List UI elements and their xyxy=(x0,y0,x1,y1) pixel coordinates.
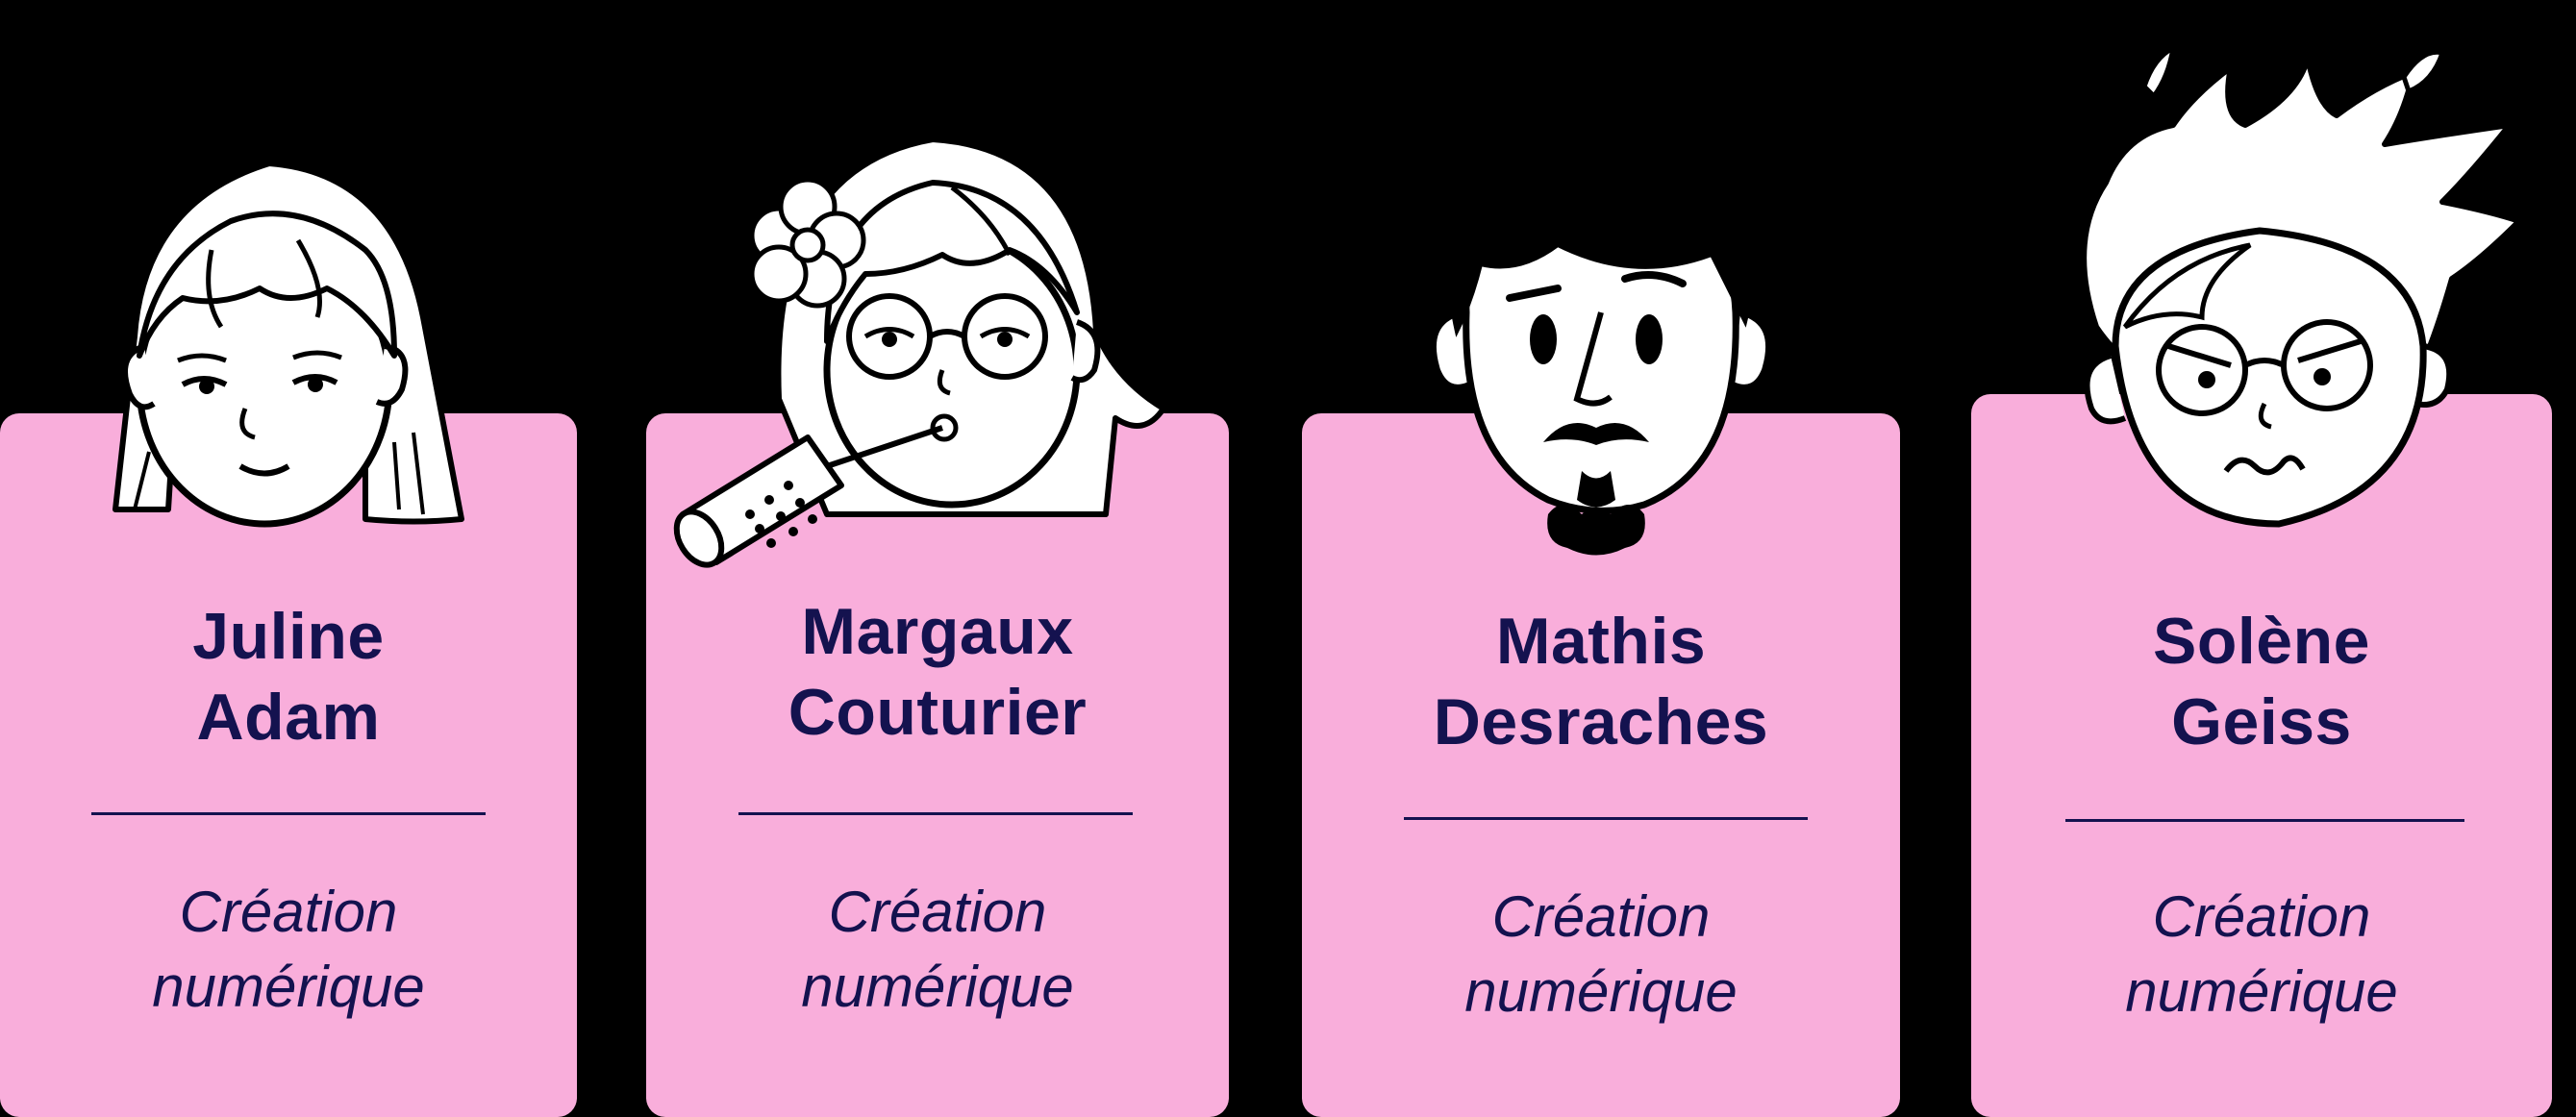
member-first-name: Margaux xyxy=(801,595,1074,668)
card-divider xyxy=(738,812,1133,815)
card-divider xyxy=(2065,819,2464,822)
member-name: Mathis Desraches xyxy=(1302,601,1900,762)
member-role: Création numérique xyxy=(1971,880,2552,1030)
card-divider xyxy=(1404,817,1808,820)
member-first-name: Juline xyxy=(192,600,385,673)
role-line-1: Création xyxy=(179,880,398,944)
team-card-juline: Juline Adam Création numérique xyxy=(0,413,577,1117)
role-line-2: numérique xyxy=(2125,959,2398,1024)
role-line-1: Création xyxy=(2152,884,2371,949)
team-card-mathis: Mathis Desraches Création numérique xyxy=(1302,413,1900,1117)
card-divider xyxy=(91,812,486,815)
member-last-name: Geiss xyxy=(2171,685,2352,758)
spiky-hair-glasses-avatar-icon xyxy=(2081,43,2522,528)
member-last-name: Adam xyxy=(196,681,381,754)
flower-icon xyxy=(749,177,866,309)
girl-glasses-boba-avatar-icon xyxy=(673,112,1166,568)
boba-cup-icon xyxy=(673,434,844,568)
member-name: Juline Adam xyxy=(0,596,577,757)
role-line-1: Création xyxy=(1491,884,1711,949)
role-line-1: Création xyxy=(828,880,1047,944)
member-last-name: Couturier xyxy=(788,676,1088,749)
member-first-name: Solène xyxy=(2153,605,2370,678)
member-last-name: Desraches xyxy=(1433,685,1769,758)
role-line-2: numérique xyxy=(152,955,425,1019)
girl-avatar-icon xyxy=(113,161,464,528)
role-line-2: numérique xyxy=(1464,959,1738,1024)
man-mustache-avatar-icon xyxy=(1430,113,1772,556)
member-role: Création numérique xyxy=(646,875,1229,1025)
member-name: Margaux Couturier xyxy=(646,591,1229,753)
role-line-2: numérique xyxy=(801,955,1074,1019)
member-role: Création numérique xyxy=(1302,880,1900,1030)
member-first-name: Mathis xyxy=(1495,605,1707,678)
member-role: Création numérique xyxy=(0,875,577,1025)
member-name: Solène Geiss xyxy=(1971,601,2552,762)
